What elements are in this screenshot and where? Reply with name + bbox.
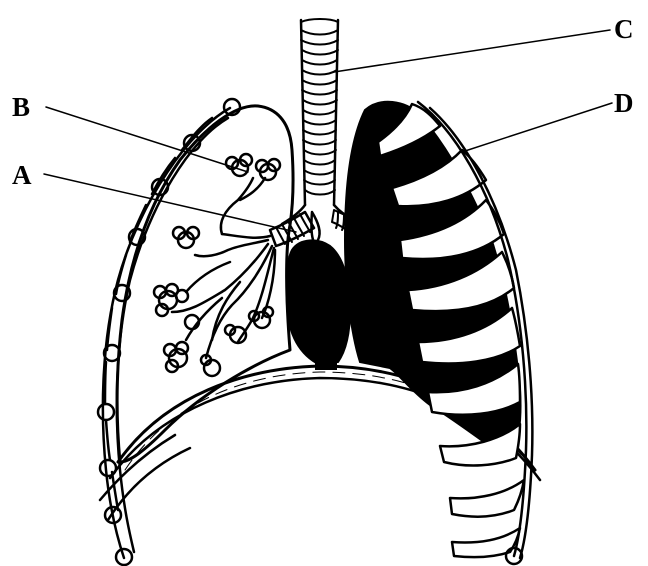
bronchial-tree [172, 178, 275, 358]
label-c: C [614, 14, 634, 44]
leader-line-d [462, 103, 612, 152]
label-d: D [614, 88, 634, 118]
heart [287, 240, 350, 370]
left-lung-outline [117, 106, 293, 462]
left-rib-column [103, 108, 230, 558]
leader-lines [44, 30, 612, 232]
label-a: A [12, 160, 32, 190]
label-b: B [12, 92, 30, 122]
leader-line-c [334, 30, 610, 72]
